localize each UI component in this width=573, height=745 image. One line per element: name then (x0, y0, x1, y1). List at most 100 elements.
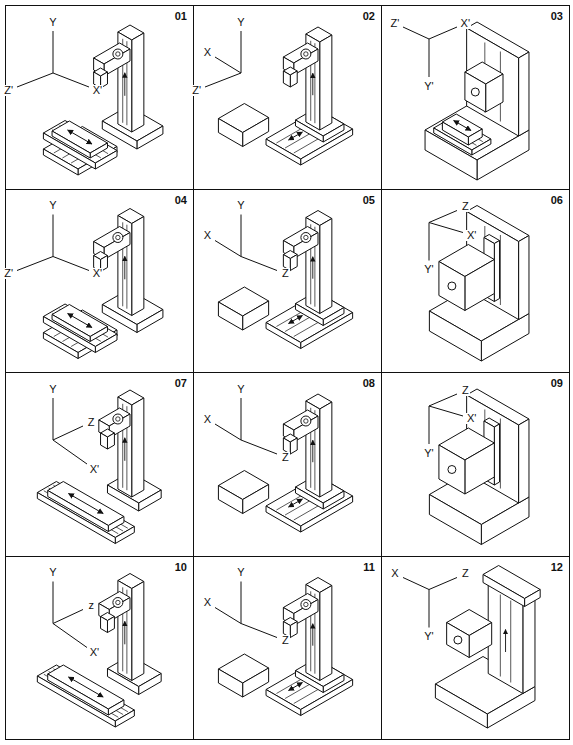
panel-number: 02 (363, 10, 375, 22)
spindle-head (465, 62, 503, 112)
axis-line (429, 406, 430, 444)
machine-sketch (17, 25, 163, 175)
panel-frame: 09 (381, 372, 570, 557)
spindle-arm (283, 410, 318, 442)
front-face (283, 71, 290, 87)
side-face (139, 674, 162, 695)
axis-line (429, 223, 430, 261)
work-table (218, 471, 268, 514)
panel-number: 08 (363, 377, 375, 389)
spindle-housing (301, 600, 311, 610)
axis-line (53, 582, 54, 624)
axis-triad (215, 582, 277, 638)
axis-triad (53, 398, 87, 464)
axis-line (403, 578, 429, 590)
axis-triad (53, 582, 87, 648)
axis-label: X' (92, 85, 103, 96)
axis-label: Z (461, 385, 470, 396)
axis-line (241, 440, 277, 454)
panel-frame: 04 (5, 189, 194, 374)
spindle-housing (113, 414, 123, 424)
axis-label: z (87, 600, 95, 611)
axis-label: Y (236, 200, 245, 211)
side-face (290, 438, 297, 454)
axis-line (241, 624, 277, 638)
machine-sketch (215, 211, 353, 349)
work-table (442, 114, 482, 145)
axis-label: Z (461, 568, 470, 579)
column-slot (510, 601, 511, 683)
axis-label: Z (281, 635, 290, 646)
side-face (243, 301, 269, 330)
front-face (439, 262, 465, 311)
machine-drawing (43, 25, 163, 175)
front-face (48, 491, 109, 532)
spindle-nose (448, 282, 456, 290)
machine-column (118, 25, 144, 132)
machine-drawing (429, 206, 529, 362)
panel-frame: 11 (193, 556, 382, 741)
motion-arrow (68, 130, 92, 144)
axis-label: X (203, 230, 212, 241)
side-face (481, 314, 529, 362)
axis-triad (215, 398, 277, 454)
front-face (465, 72, 486, 112)
axis-label: Z' (3, 85, 14, 96)
machine-drawing (425, 22, 529, 180)
side-face (468, 129, 482, 145)
axis-label: Z' (389, 18, 400, 29)
motion-arrow (69, 494, 104, 514)
panel-frame: 12 (381, 556, 570, 741)
axis-line (215, 241, 241, 257)
axis-triad (17, 215, 89, 271)
panel-frame: 08 (193, 372, 382, 557)
column-slot (500, 235, 501, 305)
front-face (429, 495, 481, 545)
spindle-nose (471, 88, 479, 96)
side-face (132, 582, 144, 681)
column-slot (500, 595, 501, 677)
panel-number: 07 (175, 377, 187, 389)
spindle-bore (116, 52, 120, 56)
axis-line (241, 215, 242, 257)
axis-label: Y' (423, 81, 434, 92)
axis-triad (17, 31, 89, 87)
axis-line (241, 398, 242, 440)
axis-label: X' (92, 268, 103, 279)
spindle-bore (116, 235, 120, 239)
side-face (486, 74, 503, 112)
axis-label: Z (461, 201, 470, 212)
side-face (481, 497, 529, 545)
spindle-arm (283, 227, 318, 259)
work-table (218, 287, 268, 330)
spindle-bore (116, 600, 120, 604)
side-face (107, 433, 114, 449)
side-face (290, 622, 297, 638)
machine-drawing (37, 574, 161, 728)
axis-label: Y (236, 384, 245, 395)
machine-drawing (435, 566, 540, 729)
front-face (483, 575, 525, 607)
side-face (132, 33, 144, 132)
axis-triad (403, 578, 457, 628)
axis-line (241, 582, 242, 624)
motion-arrow (124, 73, 125, 96)
machine-drawing (37, 390, 161, 544)
side-face (465, 260, 494, 311)
side-face (290, 71, 297, 87)
axis-triad (403, 27, 457, 77)
machine-column (306, 578, 332, 681)
spindle-bore (304, 235, 308, 239)
axis-line (53, 398, 54, 440)
spindle-head (447, 610, 492, 658)
axis-line (17, 73, 53, 87)
motion-arrow (124, 438, 125, 461)
side-face (469, 623, 492, 658)
work-table (218, 654, 268, 697)
side-face (243, 118, 269, 147)
motion-arrow (289, 132, 303, 140)
spindle-housing (113, 233, 123, 243)
axis-label: X (203, 47, 212, 58)
spindle-housing (301, 416, 311, 426)
